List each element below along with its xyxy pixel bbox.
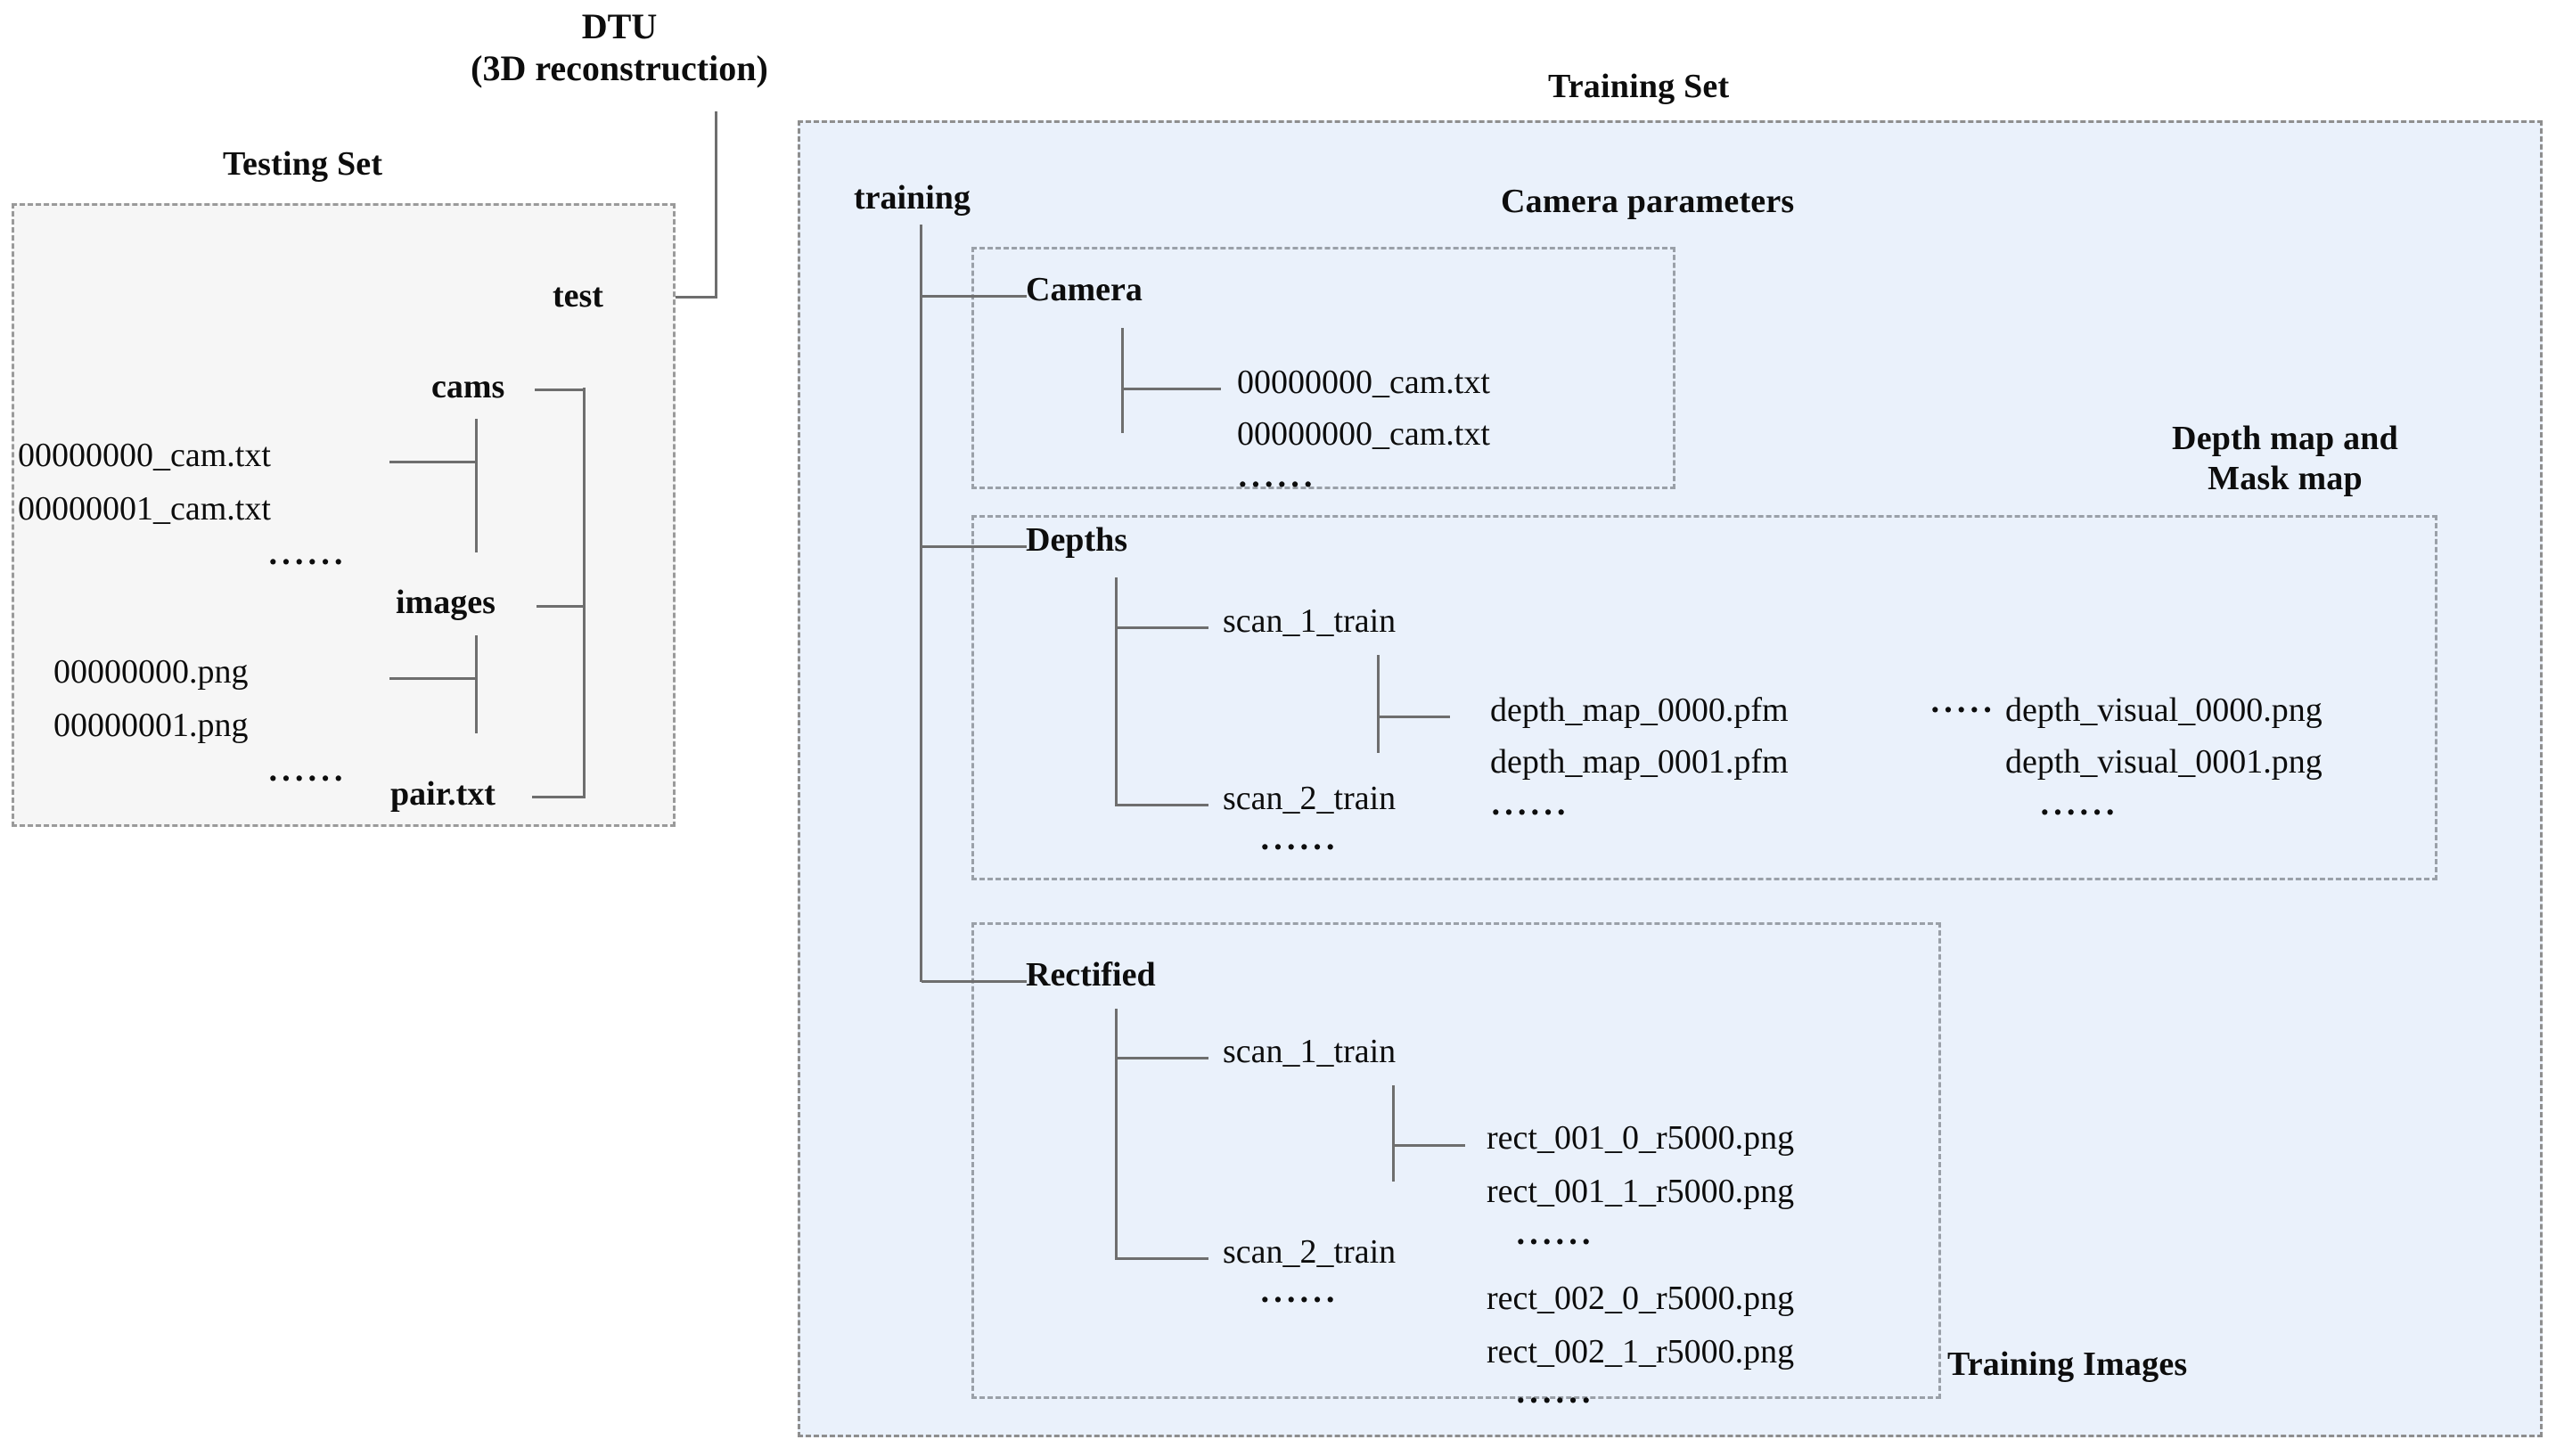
training-camera-stub: [922, 295, 1027, 298]
training-set-caption: Training Set: [1548, 68, 1730, 105]
depth-mask-annotation: Depth map and Mask map: [2134, 419, 2437, 499]
depth-map-file-1: depth_map_0001.pfm: [1490, 743, 1789, 781]
depth-link-dots: ·····: [1929, 691, 1995, 729]
rectified-scan-spine: [1115, 1009, 1118, 1258]
depth-visual-file-0: depth_visual_0000.png: [2005, 691, 2323, 729]
rectified-scan1-child-stub: [1392, 1144, 1465, 1147]
rectified-scan-0-ellipsis: ······: [1515, 1223, 1594, 1261]
testing-tree-spine: [583, 388, 586, 796]
depths-scans-ellipsis: ······: [1259, 829, 1339, 866]
testing-images-file-0: 00000000.png: [53, 653, 249, 691]
testing-folder-images-label: images: [396, 584, 496, 621]
camera-file-0: 00000000_cam.txt: [1237, 364, 1490, 401]
testing-cams-child-stub: [389, 461, 478, 463]
depth-map-file-0: depth_map_0000.pfm: [1490, 691, 1789, 729]
training-set-box: [798, 120, 2543, 1437]
testing-cams-file-1: 00000001_cam.txt: [18, 490, 271, 528]
training-tree-spine: [920, 225, 922, 982]
rectified-box: [971, 922, 1941, 1399]
rectified-scans-ellipsis: ······: [1259, 1281, 1339, 1319]
testing-cams-ellipsis: ······: [267, 544, 347, 581]
testing-folder-cams-label: cams: [431, 368, 505, 405]
testing-images-ellipsis: ······: [267, 760, 347, 798]
testing-set-caption: Testing Set: [223, 145, 383, 183]
depth-visual-file-1: depth_visual_0001.png: [2005, 743, 2323, 781]
training-images-annotation: Training Images: [1947, 1346, 2188, 1383]
depths-box: [971, 515, 2437, 880]
rectified-scan-0-file-1: rect_001_1_r5000.png: [1487, 1173, 1795, 1210]
rectified-scan-0-label: scan_1_train: [1223, 1033, 1397, 1070]
camera-node-label: Camera: [1026, 271, 1143, 308]
testing-images-child-spine: [475, 635, 478, 733]
camera-file-1: 00000000_cam.txt: [1237, 415, 1490, 453]
depths-scan-1-label: scan_2_train: [1223, 780, 1397, 817]
depths-scan-0-label: scan_1_train: [1223, 602, 1397, 640]
training-rectified-stub: [922, 980, 1027, 983]
root-connector-vertical: [715, 111, 717, 299]
rectified-scan-0-file-0: rect_001_0_r5000.png: [1487, 1119, 1795, 1157]
testing-images-stub: [537, 605, 586, 608]
camera-files-ellipsis: ······: [1237, 466, 1316, 503]
root-title-line1: DTU: [581, 6, 658, 46]
training-depths-stub: [922, 545, 1027, 548]
training-root-label: training: [854, 179, 971, 217]
testing-file-pair: pair.txt: [390, 775, 496, 813]
camera-child-spine: [1121, 328, 1124, 433]
rectified-scan1-child-spine: [1392, 1085, 1395, 1182]
rectified-scan-1-ellipsis: ······: [1515, 1382, 1594, 1419]
testing-images-file-1: 00000001.png: [53, 707, 249, 744]
testing-root-label: test: [553, 277, 603, 315]
root-title-line2: (3D reconstruction): [471, 48, 768, 89]
rectified-scan-1-label: scan_2_train: [1223, 1233, 1397, 1271]
rectified-node-label: Rectified: [1026, 956, 1156, 994]
rectified-scan-1-file-1: rect_002_1_r5000.png: [1487, 1333, 1795, 1370]
testing-cams-stub: [535, 389, 586, 391]
depth-mask-annotation-line2: Mask map: [2208, 459, 2363, 497]
testing-pair-stub: [532, 796, 586, 798]
depth-map-ellipsis: ······: [1490, 794, 1569, 831]
rectified-scan2-stub: [1115, 1257, 1208, 1260]
rectified-scan1-stub: [1115, 1057, 1208, 1059]
depths-scan1-child-stub: [1377, 716, 1450, 718]
testing-set-box: [12, 203, 676, 827]
rectified-scan-1-file-0: rect_002_0_r5000.png: [1487, 1280, 1795, 1317]
testing-cams-child-spine: [475, 419, 478, 552]
root-title: DTU (3D reconstruction): [450, 5, 789, 89]
depths-scan2-stub: [1115, 804, 1208, 806]
camera-parameters-box: [971, 247, 1675, 489]
depth-visual-ellipsis: ······: [2039, 794, 2118, 831]
depths-scan1-child-spine: [1377, 655, 1380, 753]
testing-images-child-stub: [389, 677, 478, 680]
depth-mask-annotation-line1: Depth map and: [2172, 420, 2398, 457]
camera-child-stub: [1121, 388, 1221, 390]
depths-node-label: Depths: [1026, 521, 1128, 559]
depths-scan-spine: [1115, 577, 1118, 805]
depths-scan1-stub: [1115, 626, 1208, 629]
camera-parameters-annotation: Camera parameters: [1501, 183, 1795, 220]
testing-cams-file-0: 00000000_cam.txt: [18, 437, 271, 474]
